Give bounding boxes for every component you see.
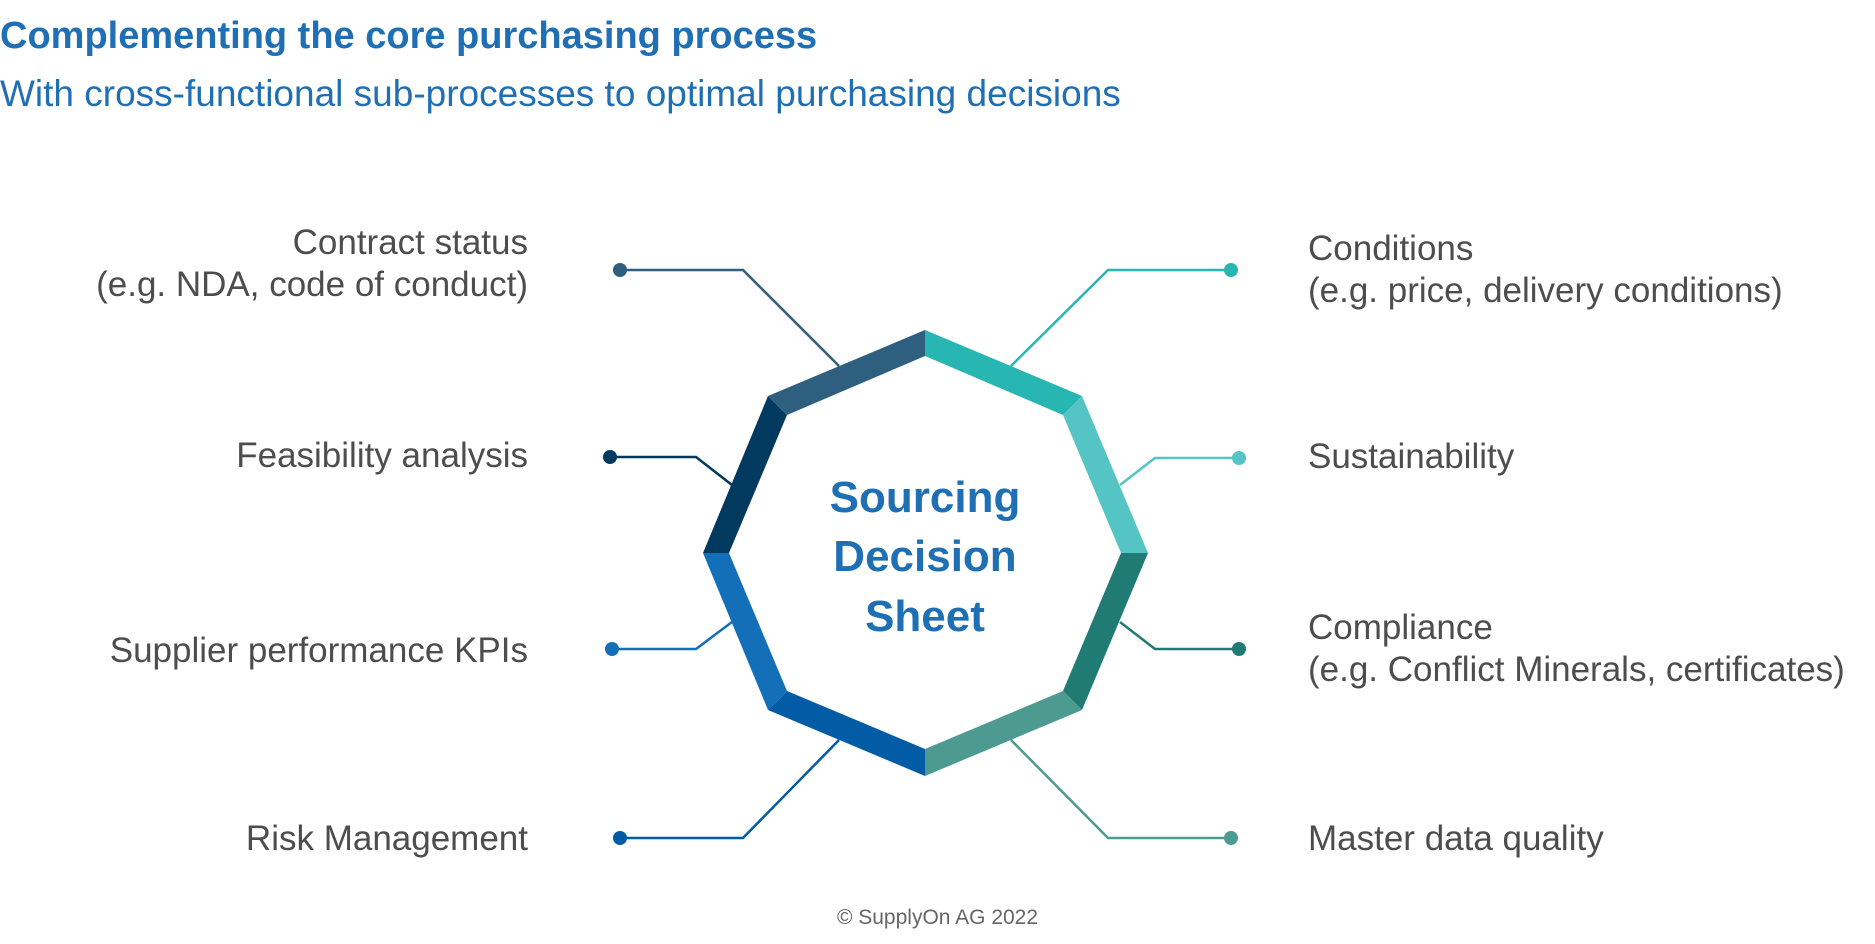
- connector-dot-sustainability: [1232, 451, 1246, 465]
- center-label: Sourcing Decision Sheet: [775, 468, 1075, 646]
- page-title: Complementing the core purchasing proces…: [0, 15, 818, 57]
- label-conditions-title: Conditions: [1308, 229, 1474, 268]
- connector-dot-risk-management: [613, 831, 627, 845]
- octagon-ring: [703, 330, 1148, 776]
- octagon-segment-contract-status: [768, 330, 925, 415]
- connector-line-contract-status: [620, 268, 840, 367]
- connector-dot-feasibility-analysis: [603, 450, 617, 464]
- octagon-segment-feasibility-analysis: [703, 396, 787, 553]
- label-feasibility-analysis-title: Feasibility analysis: [236, 436, 528, 475]
- connector-dot-contract-status: [613, 263, 627, 277]
- label-conditions: Conditions (e.g. price, delivery conditi…: [1308, 228, 1783, 312]
- octagon-segment-master-data-quality: [925, 691, 1082, 776]
- center-label-line1: Sourcing: [829, 473, 1021, 522]
- label-feasibility-analysis: Feasibility analysis: [236, 435, 528, 477]
- label-sustainability: Sustainability: [1308, 436, 1514, 478]
- connector-line-compliance: [1119, 621, 1239, 651]
- connector-dot-master-data-quality: [1224, 831, 1238, 845]
- label-risk-management-title: Risk Management: [245, 819, 528, 858]
- octagon-segment-conditions: [925, 330, 1082, 415]
- connector-dot-supplier-performance: [605, 642, 619, 656]
- octagon-segment-supplier-performance: [703, 553, 787, 710]
- label-supplier-performance-title: Supplier performance KPIs: [109, 631, 528, 670]
- label-compliance-title: Compliance: [1308, 608, 1493, 647]
- label-conditions-detail: (e.g. price, delivery conditions): [1308, 271, 1783, 310]
- octagon-segment-sustainability: [1063, 396, 1148, 553]
- connector-line-risk-management: [620, 739, 840, 840]
- center-label-line2: Decision: [833, 532, 1017, 582]
- connector-dot-conditions: [1224, 263, 1238, 277]
- connector-dot-compliance: [1232, 642, 1246, 656]
- octagon-segment-compliance: [1063, 553, 1148, 710]
- label-supplier-performance: Supplier performance KPIs: [110, 630, 528, 672]
- connector-line-supplier-performance: [612, 621, 733, 651]
- label-compliance: Compliance (e.g. Conflict Minerals, cert…: [1308, 607, 1845, 691]
- connector-line-feasibility-analysis: [610, 455, 733, 486]
- copyright-footer: © SupplyOn AG 2022: [836, 906, 1039, 929]
- label-contract-status-title: Contract status: [292, 223, 528, 262]
- connector-line-sustainability: [1119, 456, 1239, 486]
- label-master-data-quality-title: Master data quality: [1308, 819, 1604, 858]
- octagon-segment-risk-management: [768, 691, 925, 776]
- connector-line-conditions: [1010, 268, 1231, 367]
- label-risk-management: Risk Management: [246, 818, 528, 860]
- label-compliance-detail: (e.g. Conflict Minerals, certificates): [1308, 650, 1845, 689]
- connector-line-master-data-quality: [1010, 739, 1231, 840]
- label-sustainability-title: Sustainability: [1308, 437, 1515, 476]
- center-label-line3: Sheet: [865, 591, 985, 641]
- label-contract-status: Contract status (e.g. NDA, code of condu…: [96, 222, 528, 306]
- label-master-data-quality: Master data quality: [1308, 818, 1604, 860]
- connector-lines: [603, 263, 1246, 845]
- label-contract-status-detail: (e.g. NDA, code of conduct): [96, 265, 528, 304]
- page-subtitle: With cross-functional sub-processes to o…: [0, 73, 1121, 114]
